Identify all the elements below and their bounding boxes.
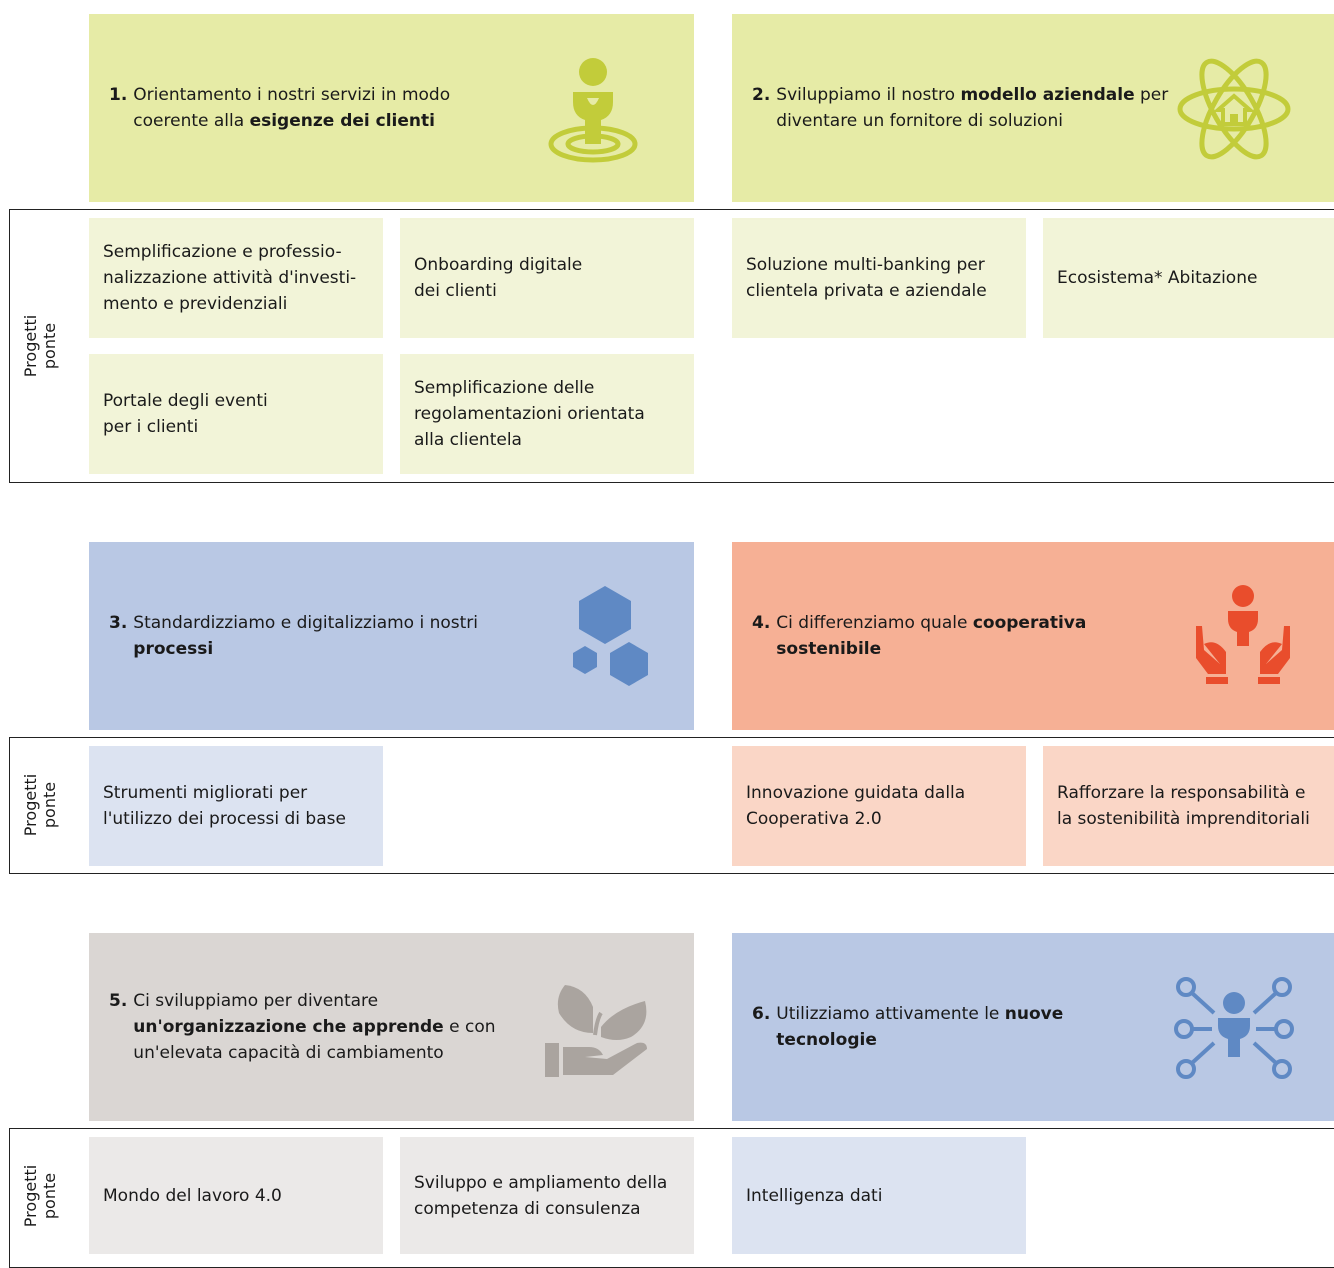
goal-text-bold: nuove tecnologie: [776, 1004, 1064, 1050]
goal-number: 1.: [109, 85, 128, 105]
project-label: Semplificazione e professio- nalizzazion…: [103, 242, 357, 314]
goal-number: 6.: [752, 1004, 771, 1024]
project-card: Innovazione guidata dalla Cooperativa 2.…: [732, 746, 1026, 866]
project-label: Sviluppo e ampliamento della competenza …: [414, 1172, 668, 1219]
project-card: Sviluppo e ampliamento della competenza …: [400, 1137, 694, 1254]
project-label: Portale degli eventi per i clienti: [103, 391, 268, 437]
goal-text-bold: esigenze dei clienti: [249, 111, 435, 131]
project-label: Intelligenza dati: [746, 1185, 883, 1206]
project-label: Mondo del lavoro 4.0: [103, 1185, 282, 1206]
project-card: Semplificazione e professio- nalizzazion…: [89, 218, 383, 338]
goal-card-1: 1. Orientamento i nostri servizi in modo…: [89, 14, 694, 202]
goal-text: Utilizziamo attivamente le: [776, 1004, 1005, 1024]
ecosystem-house-icon: [1177, 58, 1291, 160]
project-card: Intelligenza dati: [732, 1137, 1026, 1254]
goal-text-bold: un'organizzazione che apprende: [133, 1017, 444, 1037]
customer-target-icon: [548, 58, 638, 163]
goal-text: Orientamento i nostri servizi in modo co…: [133, 85, 451, 131]
hexagons-icon: [573, 586, 648, 686]
goal-number: 4.: [752, 613, 771, 633]
plant-hand-icon: [545, 985, 647, 1077]
bridge-projects-bracket-1: [9, 209, 1334, 483]
goal-card-2: 2. Sviluppiamo il nostro modello azienda…: [732, 14, 1334, 202]
project-card: Ecosistema* Abitazione: [1043, 218, 1334, 338]
goal-card-3: 3. Standardizziamo e digitalizziamo i no…: [89, 542, 694, 730]
bridge-projects-bracket-2: [9, 737, 1334, 874]
goal-text: Ci sviluppiamo per diventare: [133, 991, 379, 1011]
project-label: Semplificazione delle regolamentazioni o…: [414, 378, 645, 450]
project-card: Strumenti migliorati per l'utilizzo dei …: [89, 746, 383, 866]
project-card: Semplificazione delle regolamentazioni o…: [400, 354, 694, 474]
goal-number: 3.: [109, 613, 128, 633]
goal-text-end: per diventare un fornitore di soluzioni: [776, 85, 1169, 131]
goal-number: 5.: [109, 991, 128, 1011]
goal-card-6: 6. Utilizziamo attivamente le nuove tecn…: [732, 933, 1334, 1121]
project-card: Rafforzare la responsabilità e la sosten…: [1043, 746, 1334, 866]
goal-text: Ci differenziamo quale: [776, 613, 973, 633]
caring-hands-icon: [1196, 585, 1290, 684]
goal-card-5: 5. Ci sviluppiamo per diventare un'organ…: [89, 933, 694, 1121]
project-label: Ecosistema* Abitazione: [1057, 268, 1258, 288]
goal-text-bold: cooperativa sostenibile: [776, 613, 1087, 659]
goal-text-bold: processi: [133, 639, 214, 659]
project-label: Strumenti migliorati per l'utilizzo dei …: [103, 783, 346, 829]
project-card: Mondo del lavoro 4.0: [89, 1137, 383, 1254]
project-card: Onboarding digitale dei clienti: [400, 218, 694, 338]
goal-text-end: e con un'elevata capacità di cambiamento: [133, 1017, 496, 1063]
goal-text-bold: modello aziendale: [960, 85, 1135, 105]
goal-text: Sviluppiamo il nostro: [776, 85, 961, 105]
project-card: Portale degli eventi per i clienti: [89, 354, 383, 474]
goal-number: 2.: [752, 85, 771, 105]
project-label: Innovazione guidata dalla Cooperativa 2.…: [746, 783, 966, 829]
goal-card-4: 4. Ci differenziamo quale cooperativa so…: [732, 542, 1334, 730]
network-person-icon: [1174, 977, 1294, 1079]
project-card: Soluzione multi-banking per clientela pr…: [732, 218, 1026, 338]
project-label: Rafforzare la responsabilità e la sosten…: [1057, 783, 1310, 829]
goal-text: Standardizziamo e digitalizziamo i nostr…: [133, 613, 479, 633]
project-label: Onboarding digitale dei clienti: [414, 255, 583, 301]
project-label: Soluzione multi-banking per clientela pr…: [746, 255, 987, 301]
